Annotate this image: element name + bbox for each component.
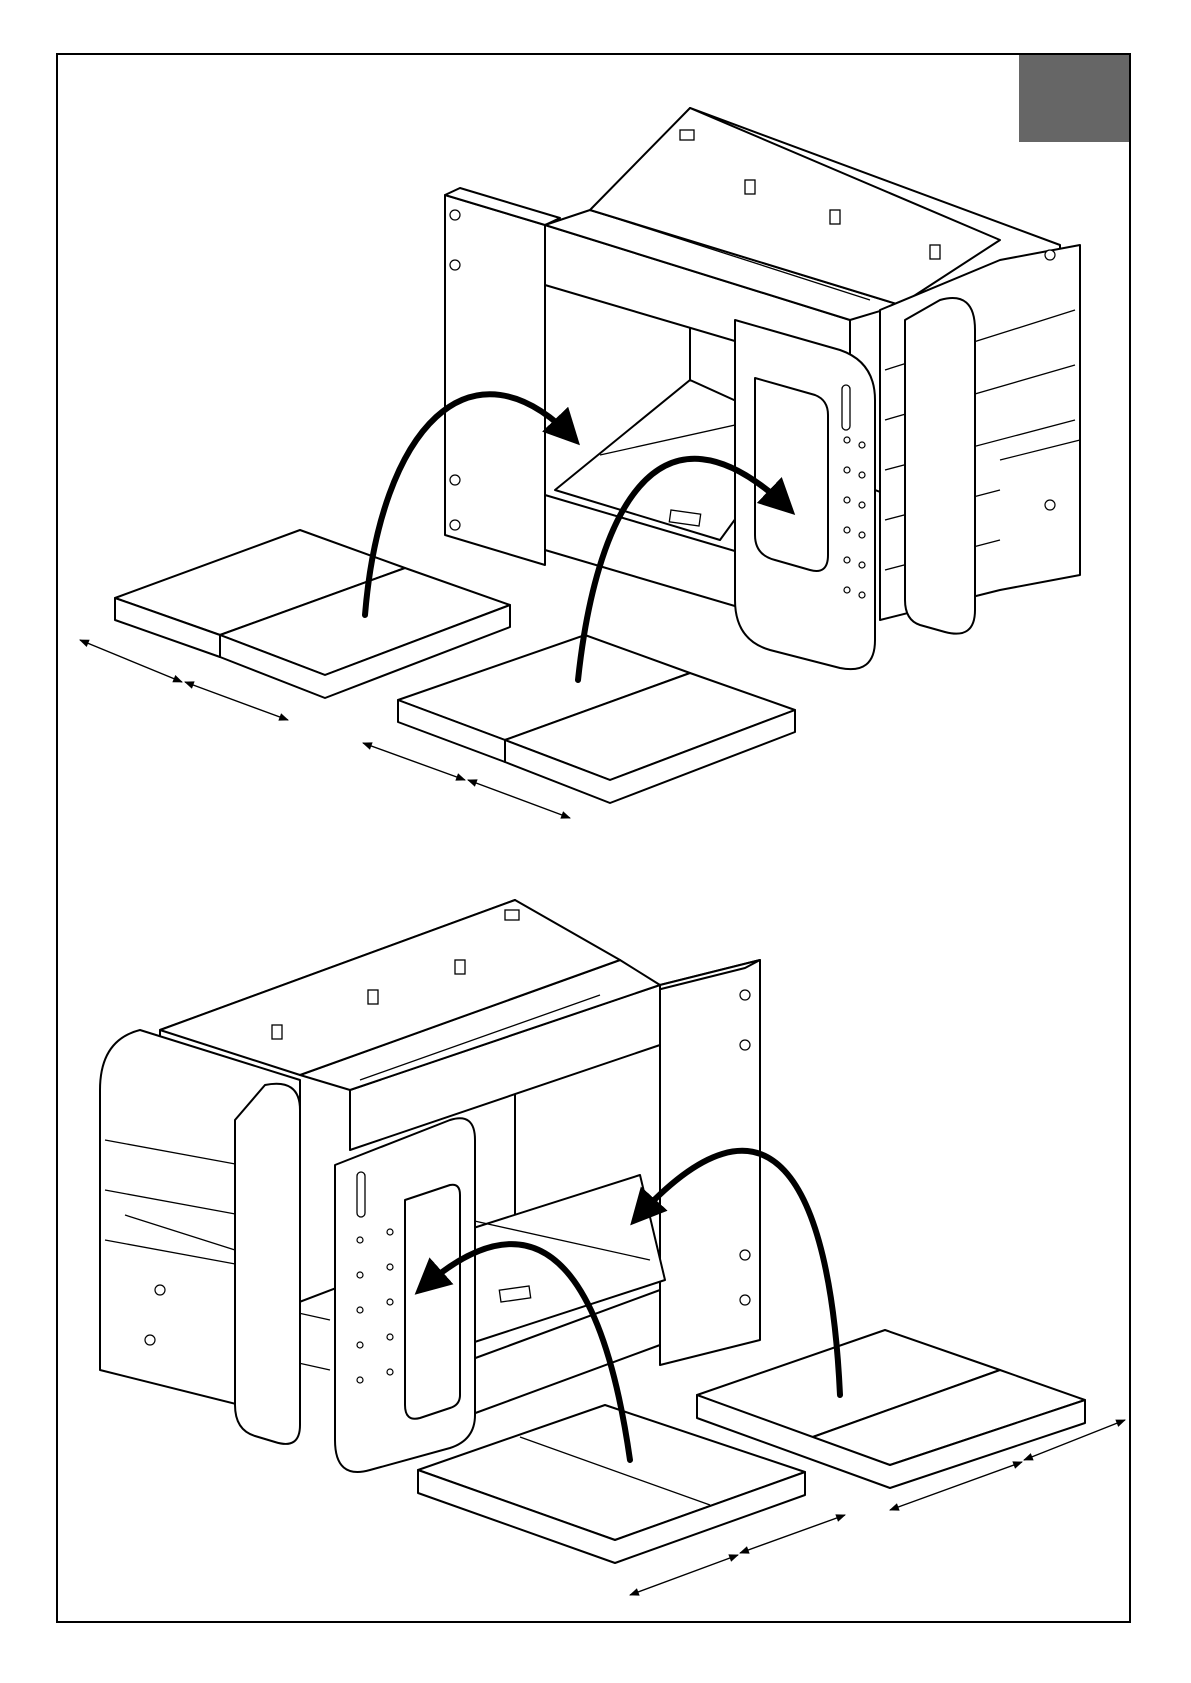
mattress-icon [115,530,510,698]
bed-frame-bottom [100,900,760,1472]
bed-frame-top [445,108,1080,669]
